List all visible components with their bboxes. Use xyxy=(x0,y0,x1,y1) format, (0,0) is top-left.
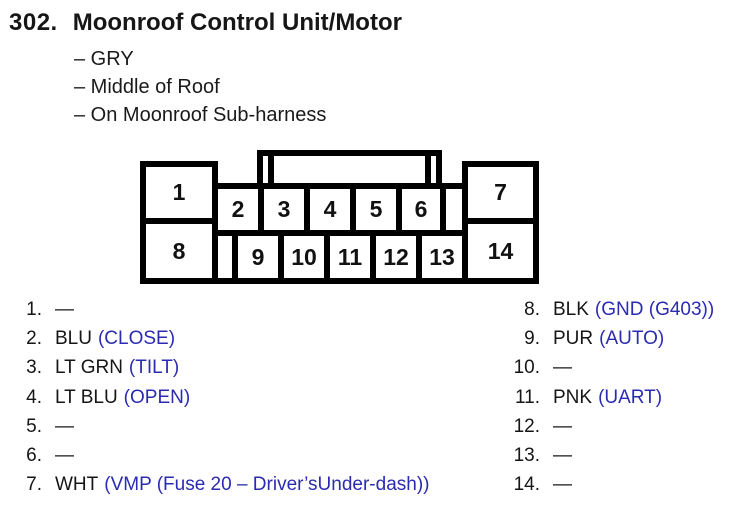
connector-pin-cell-6: 6 xyxy=(396,183,446,236)
pin-wire-color: PNK xyxy=(553,386,593,408)
connector-pin-cell-14: 14 xyxy=(462,218,539,284)
pin-number: 6. xyxy=(26,444,42,466)
pin-number: 4. xyxy=(26,386,42,408)
pin-row-11: 11. PNK (UART) xyxy=(496,387,714,416)
pin-list-right: 8. BLK (GND (G403)) 9. PUR (AUTO) 10. — … xyxy=(496,299,715,503)
pin-number: 2. xyxy=(26,328,42,350)
detail-connector-color: – GRY xyxy=(74,48,134,70)
pin-row-14: 14. — xyxy=(496,474,714,503)
pin-number: 13. xyxy=(513,444,540,466)
pin-function: (VMP (Fuse 20 – Driver’sUnder-dash)) xyxy=(104,474,430,496)
pin-row-6: 6. — xyxy=(18,445,429,474)
connector-pin-cell-12: 12 xyxy=(370,230,422,284)
pin-row-10: 10. — xyxy=(496,357,714,386)
pin-wire-color: — xyxy=(553,357,572,379)
connector-pin-cell-8: 8 xyxy=(140,218,218,284)
pin-row-8: 8. BLK (GND (G403)) xyxy=(496,299,714,328)
connector-pin-cell-10: 10 xyxy=(278,230,330,284)
connector-pin-cell-7: 7 xyxy=(462,161,539,224)
pin-list-left: 1. — 2. BLU (CLOSE) 3. LT GRN (TILT) 4. … xyxy=(18,299,429,503)
section-number: 302. xyxy=(9,9,58,36)
connector-pin-cell-11: 11 xyxy=(324,230,376,284)
connector-pin-cell-4: 4 xyxy=(304,183,356,236)
pin-row-1: 1. — xyxy=(18,299,429,328)
pin-wire-color: — xyxy=(553,444,572,466)
pin-number: 12. xyxy=(513,415,540,437)
pin-wire-color: LT BLU xyxy=(55,386,118,408)
pin-wire-color: — xyxy=(553,415,572,437)
pin-wire-color: PUR xyxy=(553,328,594,350)
pin-number: 11. xyxy=(514,386,540,408)
connector-pin-cell-13: 13 xyxy=(416,230,468,284)
pin-function: (OPEN) xyxy=(123,386,191,408)
detail-harness: – On Moonroof Sub-harness xyxy=(74,104,327,126)
pin-row-9: 9. PUR (AUTO) xyxy=(496,328,714,357)
pin-wire-color: LT GRN xyxy=(55,357,123,379)
pin-row-7: 7. WHT (VMP (Fuse 20 – Driver’sUnder-das… xyxy=(18,474,429,503)
pin-function: (GND (G403)) xyxy=(594,299,715,320)
pin-number: 8. xyxy=(524,299,540,320)
pin-row-13: 13. — xyxy=(496,445,714,474)
pin-row-12: 12. — xyxy=(496,416,714,445)
connector-details: – GRY – Middle of Roof – On Moonroof Sub… xyxy=(74,45,326,129)
pin-row-3: 3. LT GRN (TILT) xyxy=(18,357,429,386)
pin-number: 5. xyxy=(26,415,42,437)
pin-number: 7. xyxy=(26,474,42,496)
pin-wire-color: — xyxy=(55,415,74,437)
pin-number: 10. xyxy=(513,357,540,379)
pin-wire-color: BLU xyxy=(55,328,92,350)
connector-pin-cell-9: 9 xyxy=(232,230,284,284)
pin-function: (AUTO) xyxy=(599,328,665,350)
pin-row-2: 2. BLU (CLOSE) xyxy=(18,328,429,357)
pin-wire-color: — xyxy=(55,444,74,466)
pin-wire-color: BLK xyxy=(553,299,589,320)
connector-pin-cell-1: 1 xyxy=(140,161,218,224)
connector-pin-cell-5: 5 xyxy=(350,183,402,236)
pin-wire-color: WHT xyxy=(55,474,99,496)
page-title: Moonroof Control Unit/Motor xyxy=(72,9,402,36)
pin-number: 3. xyxy=(26,357,42,379)
pin-number: 1. xyxy=(26,299,42,320)
detail-location: – Middle of Roof xyxy=(74,76,220,98)
pin-number: 9. xyxy=(524,328,540,350)
section-header: 302. Moonroof Control Unit/Motor xyxy=(9,9,402,37)
connector-pin-cell-2: 2 xyxy=(212,183,264,236)
connector-diagram: 1 8 2 3 4 5 6 9 10 11 12 13 7 14 xyxy=(140,148,539,284)
pin-wire-color: — xyxy=(553,474,572,496)
pin-row-4: 4. LT BLU (OPEN) xyxy=(18,387,429,416)
pin-function: (TILT) xyxy=(128,357,180,379)
pin-function: (CLOSE) xyxy=(97,328,176,350)
pin-row-5: 5. — xyxy=(18,416,429,445)
pin-number: 14. xyxy=(513,474,540,496)
pin-wire-color: — xyxy=(55,299,74,320)
pin-function: (UART) xyxy=(598,386,663,408)
connector-pin-cell-3: 3 xyxy=(258,183,310,236)
